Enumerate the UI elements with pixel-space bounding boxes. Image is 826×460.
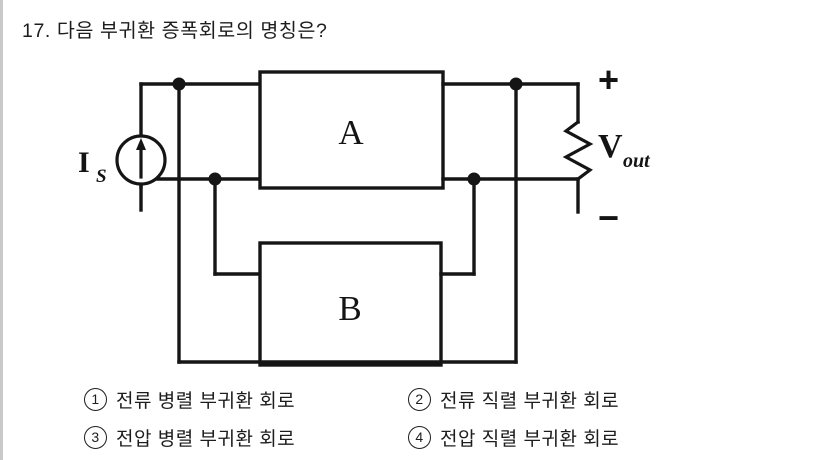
option-marker-3: 3	[84, 425, 107, 449]
circuit-svg: I S A B + − V out	[78, 59, 651, 367]
option-marker-2: 2	[408, 387, 431, 411]
option-label-4: 전압 직렬 부귀환 회로	[440, 428, 620, 450]
block-B-label: B	[338, 289, 361, 328]
junction-dot-top-right	[509, 77, 523, 91]
load-label-subscript-out: out	[623, 150, 651, 172]
option-label-2: 전류 직렬 부귀환 회로	[440, 390, 620, 412]
load-label-V: V	[598, 128, 623, 165]
polarity-minus-sign: −	[598, 197, 619, 238]
answer-row-2: 3 전압 병렬 부귀환 회로 4 전압 직렬 부귀환 회로	[0, 418, 826, 456]
answer-option-4[interactable]: 4 전압 직렬 부귀환 회로	[408, 418, 619, 456]
junction-dot-bottom-right	[467, 172, 481, 186]
source-label-I: I	[78, 146, 90, 179]
option-marker-4: 4	[408, 425, 431, 449]
answer-row-1: 1 전류 병렬 부귀환 회로 2 전류 직렬 부귀환 회로	[0, 380, 826, 418]
block-A-rect	[258, 70, 445, 190]
current-source-arrow-head	[136, 138, 146, 150]
question-text: 17. 다음 부귀환 증폭회로의 명칭은?	[22, 20, 328, 42]
option-marker-1: 1	[84, 387, 107, 411]
junction-dot-bottom-left	[208, 172, 222, 186]
resistor-zigzag-icon	[562, 119, 594, 182]
answer-options: 1 전류 병렬 부귀환 회로 2 전류 직렬 부귀환 회로 3 전압 병렬 부귀…	[0, 378, 826, 460]
junction-dots	[172, 77, 523, 186]
circuit-diagram: I S A B + − V out	[0, 52, 826, 382]
block-B-rect	[258, 241, 443, 367]
junction-dot-top-left	[172, 77, 186, 91]
block-A-label: A	[338, 113, 364, 152]
answer-option-1[interactable]: 1 전류 병렬 부귀환 회로	[84, 380, 295, 418]
option-label-1: 전류 병렬 부귀환 회로	[116, 390, 296, 412]
page-edge-artifact	[0, 0, 3, 460]
option-label-3: 전압 병렬 부귀환 회로	[116, 428, 296, 450]
source-label-subscript-S: S	[96, 166, 107, 187]
answer-option-3[interactable]: 3 전압 병렬 부귀환 회로	[84, 418, 295, 456]
polarity-plus-sign: +	[598, 59, 619, 100]
answer-option-2[interactable]: 2 전류 직렬 부귀환 회로	[408, 380, 619, 418]
